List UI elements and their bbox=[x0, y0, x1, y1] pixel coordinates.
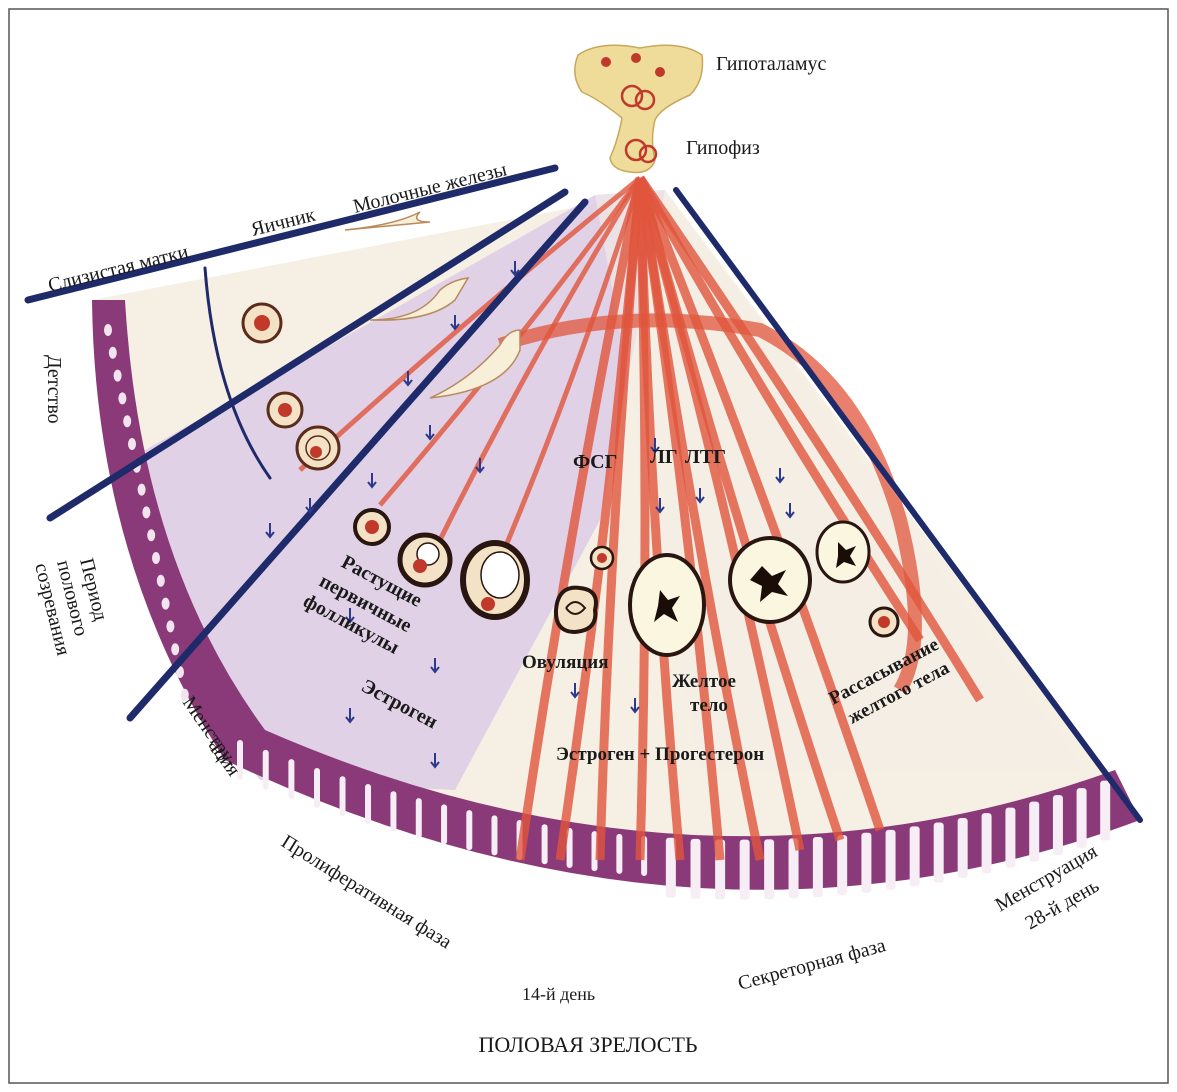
gland bbox=[542, 824, 548, 864]
gland bbox=[1005, 808, 1015, 868]
gland bbox=[118, 392, 126, 404]
gland bbox=[142, 506, 150, 518]
corpus-luteum-2 bbox=[730, 538, 810, 622]
gland bbox=[263, 750, 269, 790]
gland bbox=[958, 818, 968, 878]
label-proliferative: Пролиферативная фаза bbox=[277, 831, 455, 954]
gland bbox=[1029, 802, 1039, 862]
caption: ПОЛОВАЯ ЗРЕЛОСТЬ bbox=[478, 1032, 697, 1057]
corpus-albicans bbox=[870, 608, 898, 636]
label-childhood: Детство bbox=[43, 355, 65, 424]
gland bbox=[691, 839, 701, 899]
label-hypothalamus: Гипоталамус bbox=[716, 53, 826, 75]
label-secretory: Секреторная фаза bbox=[736, 934, 889, 995]
gland bbox=[138, 484, 146, 496]
gland bbox=[390, 791, 396, 831]
label-lh: ЛГ bbox=[650, 446, 678, 468]
label-corpus-1: Желтое bbox=[672, 671, 736, 692]
gland bbox=[147, 529, 155, 541]
gland bbox=[1100, 781, 1110, 841]
gland bbox=[740, 840, 750, 900]
follicle-childhood-2 bbox=[268, 393, 302, 427]
gland bbox=[365, 784, 371, 824]
gland bbox=[1077, 788, 1087, 848]
corpus-luteum-3 bbox=[817, 522, 869, 582]
label-pituitary: Гипофиз bbox=[686, 137, 760, 159]
gland bbox=[166, 620, 174, 632]
gland bbox=[162, 598, 170, 610]
gland bbox=[114, 370, 122, 382]
follicle-childhood-3 bbox=[297, 427, 339, 469]
follicle-growing-1 bbox=[355, 510, 389, 544]
corpus-luteum-1 bbox=[630, 555, 704, 655]
gland bbox=[934, 822, 944, 882]
gland bbox=[982, 813, 992, 873]
label-day14: 14-й день bbox=[522, 984, 595, 1004]
label-corpus-2: тело bbox=[690, 695, 728, 716]
gland bbox=[109, 347, 117, 359]
gland bbox=[616, 834, 622, 874]
follicle-childhood-1 bbox=[243, 304, 281, 342]
gland bbox=[861, 833, 871, 893]
label-fsh: ФСГ bbox=[573, 451, 617, 473]
gland bbox=[1053, 795, 1063, 855]
gland bbox=[314, 768, 320, 808]
gland bbox=[340, 776, 346, 816]
gland bbox=[157, 575, 165, 587]
gland bbox=[152, 552, 160, 564]
gland bbox=[466, 810, 472, 850]
gland bbox=[491, 815, 497, 855]
gland bbox=[416, 798, 422, 838]
gland bbox=[837, 835, 847, 895]
gland bbox=[441, 804, 447, 844]
label-estrogen-progesterone: Эстроген + Прогестерон bbox=[556, 744, 764, 765]
follicle-growing-3 bbox=[463, 543, 527, 617]
label-ovulation: Овуляция bbox=[522, 652, 609, 673]
gland bbox=[764, 839, 774, 899]
follicle-growing-2 bbox=[400, 535, 450, 585]
gland bbox=[104, 324, 112, 336]
gland bbox=[128, 438, 136, 450]
gland bbox=[288, 759, 294, 799]
label-ltg: ЛТГ bbox=[685, 446, 726, 468]
gland bbox=[886, 830, 896, 890]
gland bbox=[171, 643, 179, 655]
hypothalamus-pituitary-illustration bbox=[575, 45, 703, 172]
gland bbox=[813, 837, 823, 897]
gland bbox=[123, 415, 131, 427]
gland bbox=[910, 826, 920, 886]
